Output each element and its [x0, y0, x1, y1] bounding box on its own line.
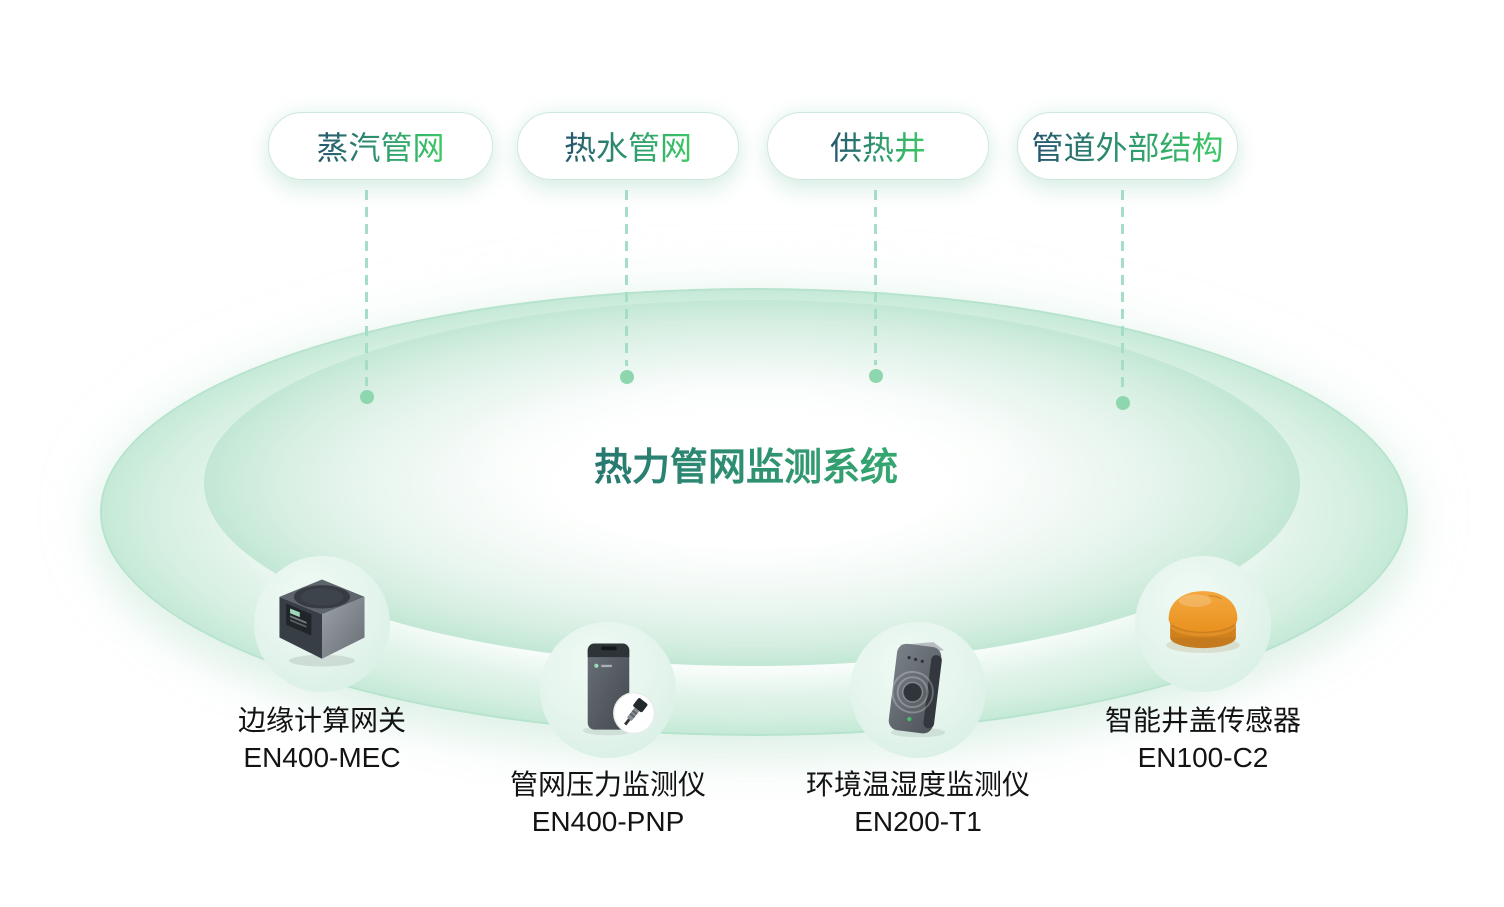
tag-pill-heating-well[interactable]: 供热井	[767, 112, 989, 180]
platform-center-highlight	[450, 355, 1050, 560]
manhole-sensor-icon	[1166, 591, 1240, 653]
product-circle-edge-gateway[interactable]	[254, 556, 390, 692]
product-label: 环境温湿度监测仪 EN200-T1	[748, 766, 1088, 840]
product-name: 智能井盖传感器	[1104, 705, 1301, 736]
tag-pill-label: 蒸汽管网	[316, 123, 444, 169]
system-title: 热力管网监测系统	[396, 436, 1096, 491]
connector-line	[874, 190, 877, 365]
product-label: 边缘计算网关 EN400-MEC	[152, 702, 492, 776]
tag-pill-label: 供热井	[830, 123, 926, 169]
product-model: EN400-PNP	[531, 806, 685, 837]
temp-humidity-monitor-icon	[888, 642, 946, 738]
product-model: EN100-C2	[1137, 742, 1269, 773]
product-model: EN200-T1	[854, 806, 982, 837]
product-circle-manhole-sensor[interactable]	[1135, 556, 1271, 692]
product-circle-pressure-monitor[interactable]	[540, 622, 676, 758]
product-name: 环境温湿度监测仪	[805, 769, 1030, 800]
edge-gateway-icon	[279, 579, 365, 667]
product-label: 管网压力监测仪 EN400-PNP	[438, 766, 778, 840]
tag-pill-label: 热水管网	[564, 123, 692, 169]
tag-pill-hot-water-network[interactable]: 热水管网	[517, 112, 739, 180]
product-name: 管网压力监测仪	[509, 769, 706, 800]
connector-dot	[1116, 396, 1130, 410]
tag-pill-steam-network[interactable]: 蒸汽管网	[268, 112, 493, 180]
product-name: 边缘计算网关	[237, 705, 406, 736]
connector-dot	[869, 369, 883, 383]
connector-line	[1121, 190, 1124, 390]
tag-pill-label: 管道外部结构	[1031, 123, 1223, 169]
product-model: EN400-MEC	[243, 742, 401, 773]
tag-pill-pipeline-external-structure[interactable]: 管道外部结构	[1017, 112, 1238, 180]
pressure-monitor-icon	[582, 643, 656, 736]
connector-line	[365, 190, 368, 386]
product-circle-temp-humidity-monitor[interactable]	[850, 622, 986, 758]
connector-dot	[620, 370, 634, 384]
connector-line	[625, 190, 628, 366]
connector-dot	[360, 390, 374, 404]
product-label: 智能井盖传感器 EN100-C2	[1033, 702, 1373, 776]
